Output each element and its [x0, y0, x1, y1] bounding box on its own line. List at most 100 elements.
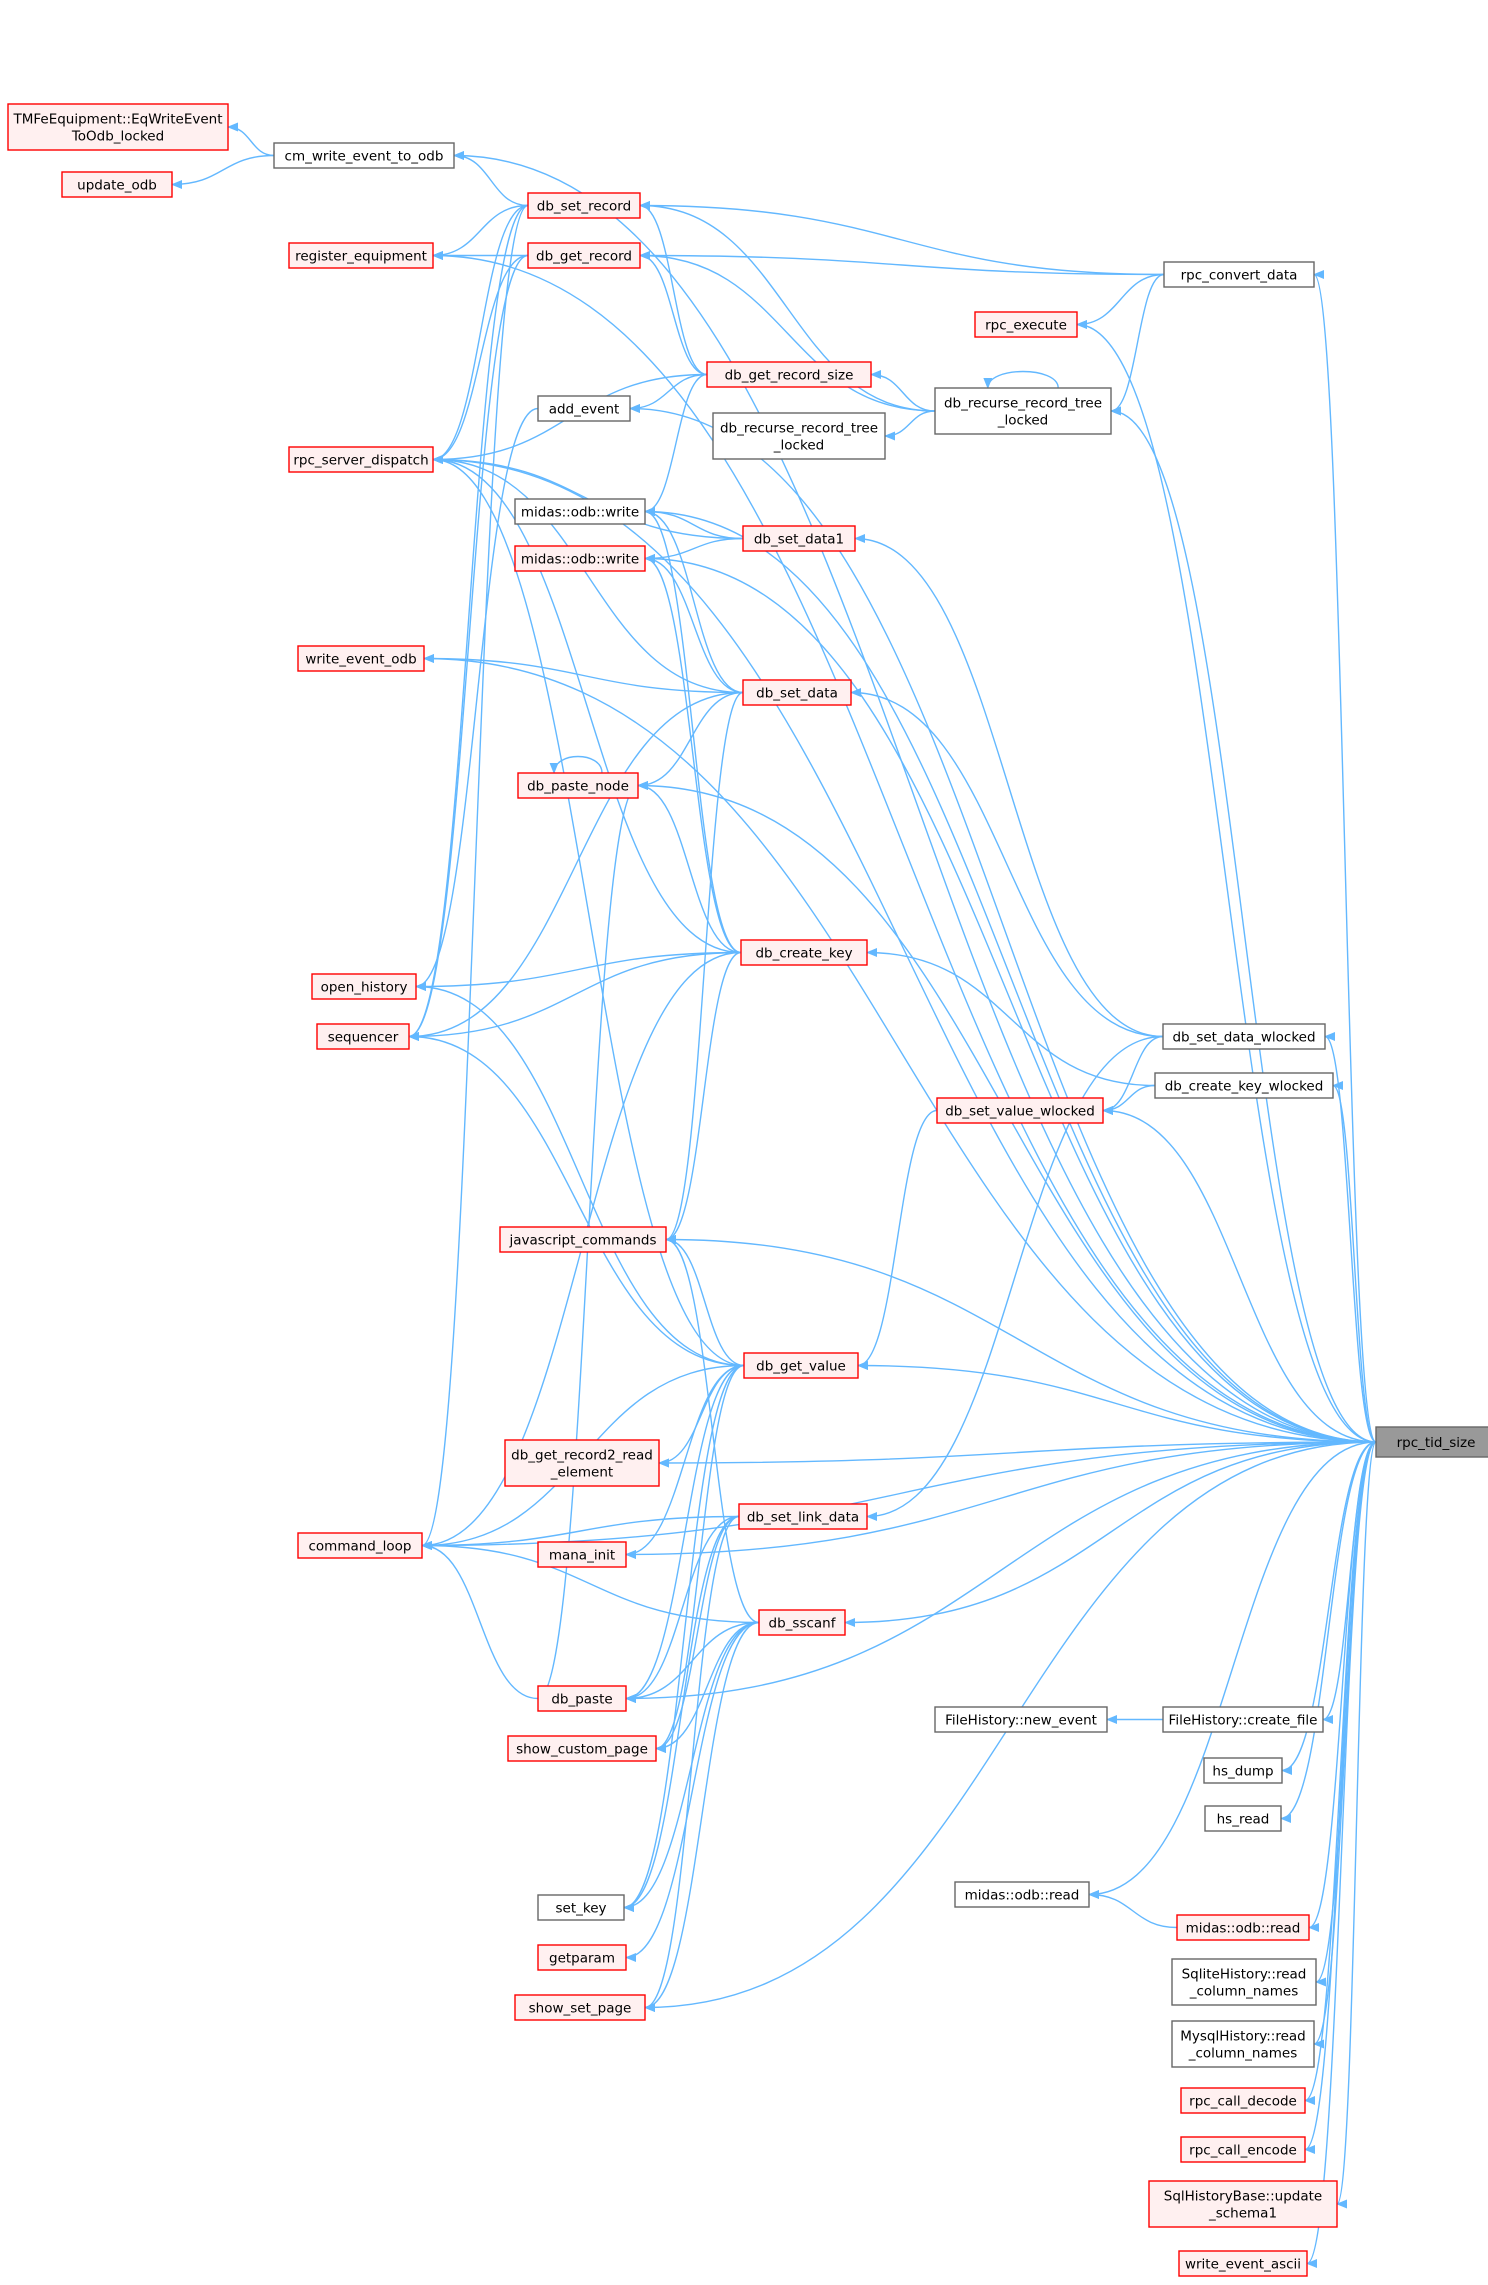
node-box — [1178, 2250, 1308, 2277]
node-js-commands[interactable]: javascript_commands — [499, 1226, 667, 1253]
node-show-custom[interactable]: show_custom_page — [507, 1735, 657, 1762]
node-hs-read[interactable]: hs_read — [1204, 1805, 1282, 1832]
node-box — [537, 1894, 625, 1921]
node-cm-write[interactable]: cm_write_event_to_odb — [273, 142, 455, 169]
node-label: rpc_convert_data — [1181, 268, 1298, 284]
node-db-set-data[interactable]: db_set_data — [742, 679, 852, 706]
edge-cm-write-to-root — [452, 151, 1377, 1443]
node-db-get-record[interactable]: db_get_record — [527, 242, 641, 269]
node-label: FileHistory::new_event — [945, 1713, 1097, 1729]
node-box — [1154, 1072, 1334, 1099]
node-sequencer[interactable]: sequencer — [316, 1023, 410, 1050]
edge-db-rec-tree-to-db-rec-tree — [983, 370, 1059, 390]
node-label: FileHistory::create_file — [1169, 1713, 1318, 1729]
node-box — [311, 973, 417, 1000]
node-box — [316, 1023, 410, 1050]
edge-rpc-server-to-db-create-key — [431, 455, 742, 954]
node-label: db_recurse_record_tree — [944, 396, 1102, 412]
node-db-set-value-wl[interactable]: db_set_value_wlocked — [936, 1097, 1104, 1124]
node-db-create-key-wl[interactable]: db_create_key_wlocked — [1154, 1072, 1334, 1099]
node-odb-write1[interactable]: midas::odb::write — [514, 498, 646, 525]
node-db-get-rec2[interactable]: db_get_record2_read_element — [504, 1439, 660, 1487]
edge-hs-read-to-root — [1279, 1441, 1377, 1823]
node-box — [7, 103, 229, 151]
edge-db-paste-node-to-db-create-key — [636, 781, 742, 954]
node-box — [1180, 2136, 1306, 2163]
node-label: TMFeEquipment::EqWriteEvent — [12, 112, 222, 128]
node-rpc-encode[interactable]: rpc_call_encode — [1180, 2136, 1306, 2163]
node-odb-read1[interactable]: midas::odb::read — [954, 1881, 1090, 1908]
node-box — [527, 242, 641, 269]
node-open-history[interactable]: open_history — [311, 973, 417, 1000]
node-rpc-server[interactable]: rpc_server_dispatch — [288, 446, 434, 473]
node-register-eq[interactable]: register_equipment — [288, 242, 434, 269]
node-sql-update[interactable]: SqlHistoryBase::update_schema1 — [1148, 2180, 1338, 2228]
edge-db-set-value-wl-to-db-create-key-wl — [1101, 1084, 1156, 1115]
node-db-get-record-size[interactable]: db_get_record_size — [706, 361, 872, 388]
node-write-ascii[interactable]: write_event_ascii — [1178, 2250, 1308, 2277]
node-box — [514, 1994, 646, 2021]
node-set-key[interactable]: set_key — [537, 1894, 625, 1921]
node-label: db_create_key_wlocked — [1165, 1079, 1324, 1095]
edge-add-event-to-root — [628, 404, 1377, 1443]
node-label: db_get_record2_read — [511, 1448, 653, 1464]
node-update-odb[interactable]: update_odb — [61, 171, 173, 198]
node-hs-dump[interactable]: hs_dump — [1203, 1757, 1283, 1784]
edge-show-set-page-to-db-sscanf — [643, 1621, 760, 2012]
node-box — [514, 498, 646, 525]
edge-hs-dump-to-root — [1280, 1441, 1377, 1775]
edge-command-loop-to-db-paste — [420, 1541, 539, 1700]
node-db-set-data-wl[interactable]: db_set_data_wlocked — [1162, 1023, 1326, 1050]
node-label: _column_names — [1188, 2046, 1298, 2062]
node-add-event[interactable]: add_event — [537, 395, 631, 422]
node-rpc-convert[interactable]: rpc_convert_data — [1163, 261, 1315, 288]
edge-mana-init-to-db-get-value — [624, 1364, 745, 1559]
node-root[interactable]: rpc_tid_size — [1375, 1426, 1488, 1458]
node-label: rpc_call_decode — [1189, 2094, 1297, 2110]
edge-rpc-server-to-root — [431, 455, 1377, 1443]
node-db-get-value[interactable]: db_get_value — [743, 1352, 859, 1379]
node-show-set-page[interactable]: show_set_page — [514, 1994, 646, 2021]
edge-odb-read1-to-odb-read2 — [1087, 1890, 1178, 1929]
node-box — [288, 446, 434, 473]
node-odb-write2[interactable]: midas::odb::write — [514, 545, 646, 572]
node-db-set-data1[interactable]: db_set_data1 — [742, 525, 856, 552]
node-box — [1162, 1023, 1326, 1050]
node-label: midas::odb::write — [521, 505, 639, 521]
node-fh-new-event[interactable]: FileHistory::new_event — [934, 1706, 1108, 1733]
node-box — [537, 1541, 627, 1568]
node-box — [1171, 2020, 1315, 2068]
node-rpc-execute[interactable]: rpc_execute — [974, 311, 1078, 338]
node-box — [514, 545, 646, 572]
node-label: javascript_commands — [508, 1233, 656, 1249]
node-odb-read2[interactable]: midas::odb::read — [1176, 1914, 1310, 1941]
node-db-create-key[interactable]: db_create_key — [740, 939, 868, 966]
edge-sequencer-to-db-set-data — [407, 691, 744, 1041]
edge-rpc-server-to-db-set-record — [431, 204, 529, 464]
edge-odb-read1-to-root — [1087, 1441, 1377, 1899]
node-sqlite-read[interactable]: SqliteHistory::read_column_names — [1171, 1958, 1317, 2006]
node-db-rec-tree2[interactable]: db_recurse_record_tree_locked — [712, 412, 886, 460]
edge-write-event-odb-to-db-set-data — [422, 654, 744, 694]
node-mana-init[interactable]: mana_init — [537, 1541, 627, 1568]
node-db-sscanf[interactable]: db_sscanf — [758, 1609, 846, 1636]
edge-sql-update-to-root — [1335, 1441, 1377, 2209]
node-label: midas::odb::read — [965, 1888, 1080, 1904]
edge-show-set-page-to-db-set-link — [643, 1515, 740, 2012]
node-mysql-read[interactable]: MysqlHistory::read_column_names — [1171, 2020, 1315, 2068]
node-rpc-decode[interactable]: rpc_call_decode — [1180, 2087, 1306, 2114]
node-write-event-odb[interactable]: write_event_odb — [297, 645, 425, 672]
node-getparam[interactable]: getparam — [537, 1944, 627, 1971]
node-label: set_key — [555, 1901, 606, 1917]
node-label: db_sscanf — [769, 1616, 837, 1632]
node-command-loop[interactable]: command_loop — [297, 1532, 423, 1559]
node-db-set-link[interactable]: db_set_link_data — [738, 1503, 868, 1530]
node-db-set-record[interactable]: db_set_record — [527, 192, 641, 219]
node-db-paste[interactable]: db_paste — [537, 1685, 627, 1712]
edge-write-ascii-to-root — [1305, 1441, 1377, 2268]
node-fh-create[interactable]: FileHistory::create_file — [1162, 1706, 1324, 1733]
node-db-rec-tree[interactable]: db_recurse_record_tree_locked — [934, 387, 1112, 435]
node-db-paste-node[interactable]: db_paste_node — [517, 772, 639, 799]
